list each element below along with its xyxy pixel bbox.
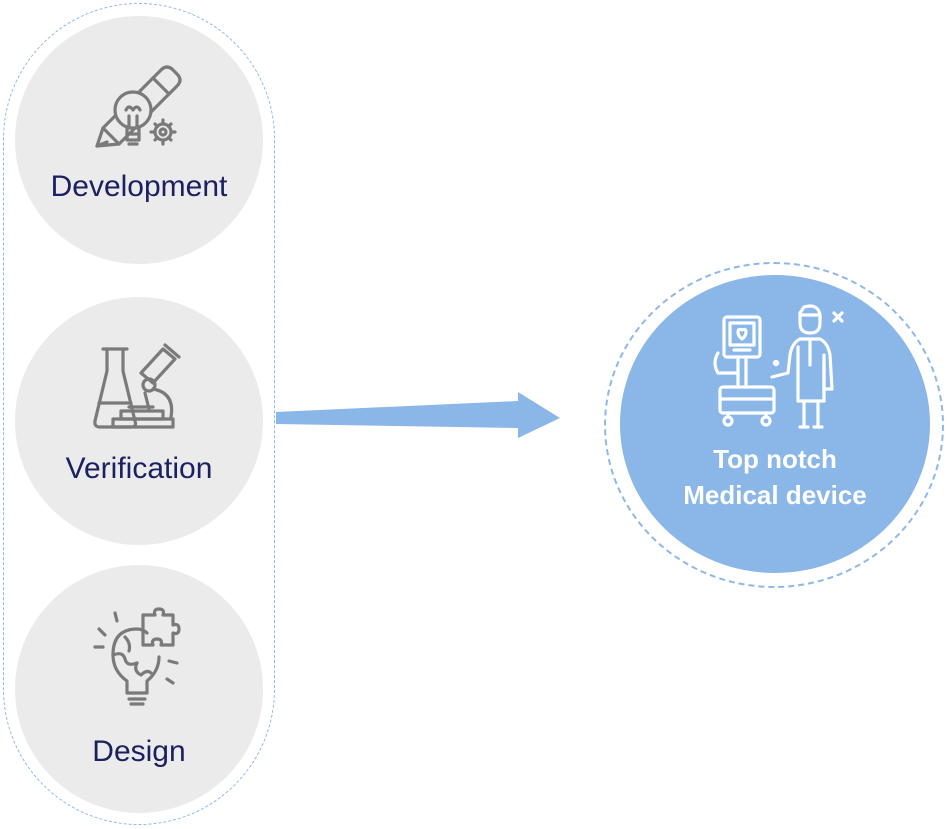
doctor-medical-cart-icon [713, 304, 844, 429]
pencil-lightbulb-gear-icon [95, 65, 182, 148]
stage-label: Development [50, 170, 228, 203]
puzzle-lightbulb-icon [93, 607, 181, 706]
flow-arrow [276, 392, 560, 438]
result-circle: Top notch Medical device [620, 275, 930, 573]
stages-container [3, 3, 275, 825]
stage-development: Development [15, 16, 263, 264]
result-title-line2: Medical device [683, 480, 867, 510]
stage-verification: Verification [15, 297, 263, 545]
stage-label: Verification [65, 452, 213, 485]
stage-design: Design [15, 565, 263, 813]
result-title-line1: Top notch [713, 444, 837, 474]
stage-label: Design [92, 735, 186, 768]
microscope-flask-icon [93, 343, 181, 429]
result-dashed-ring [604, 262, 944, 588]
